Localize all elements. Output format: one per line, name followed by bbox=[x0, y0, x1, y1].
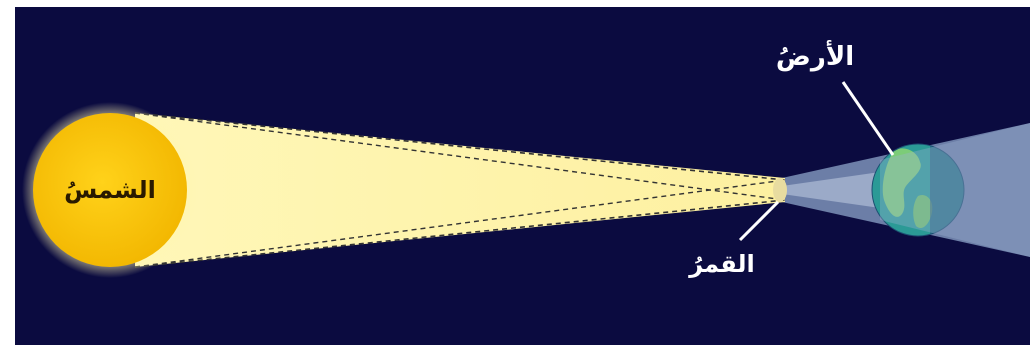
earth-label: الأرضُ bbox=[776, 40, 854, 72]
sun-label: الشمسُ bbox=[64, 176, 156, 204]
moon-label: القمرُ bbox=[688, 250, 755, 278]
moon bbox=[773, 178, 787, 202]
